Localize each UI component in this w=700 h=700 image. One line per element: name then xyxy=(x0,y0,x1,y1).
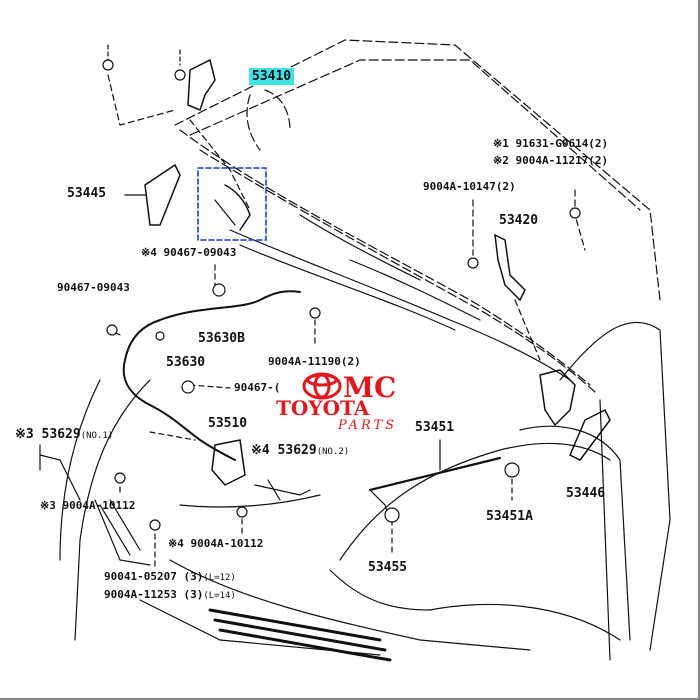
part-label-53410: 53410 xyxy=(249,68,295,85)
part-label-53455: 53455 xyxy=(368,560,408,575)
selection-box xyxy=(197,167,267,241)
part-label-9004A-10112-left: ※3 9004A-10112 xyxy=(40,499,136,512)
hood-panel xyxy=(174,39,661,301)
part-label-91631: ※1 91631-G0614(2) xyxy=(493,137,609,150)
part-label-53451A: 53451A xyxy=(486,509,533,524)
part-label-90467-left: 90467-09043 xyxy=(57,281,130,294)
toyota-emblem-icon xyxy=(302,372,342,400)
part-label-53420: 53420 xyxy=(499,213,539,228)
watermark-mc: MC xyxy=(343,371,397,404)
part-label-90041-05207: 90041-05207 (3)(L=12) xyxy=(104,570,236,583)
hood-lock xyxy=(539,369,576,427)
part-label-53630B: 53630B xyxy=(198,331,245,346)
stay-rod-holder-53446 xyxy=(569,408,611,461)
hood-latch-53510 xyxy=(211,439,246,486)
hood-hinge-right xyxy=(494,233,526,302)
bolt-icon xyxy=(236,506,248,518)
clip-icon xyxy=(155,331,165,341)
part-label-90467-mid: 90467-( xyxy=(234,381,281,394)
bolt-icon xyxy=(467,257,479,269)
release-cable xyxy=(122,319,236,461)
bolt-icon xyxy=(569,207,581,219)
hood-front-edge xyxy=(179,129,591,386)
hood-edge-inner xyxy=(189,59,641,211)
part-label-9004A-10112-right: ※4 9004A-10112 xyxy=(168,537,264,550)
part-label-9004A-11190: 9004A-11190(2) xyxy=(268,355,361,368)
part-label-9004A-11217: ※2 9004A-11217(2) xyxy=(493,154,609,167)
watermark-toyota: TOYOTA xyxy=(276,396,370,420)
bolt-icon xyxy=(102,59,114,71)
part-label-90467-top: ※4 90467-09043 xyxy=(141,246,237,259)
clip-icon xyxy=(106,324,118,336)
clip-icon xyxy=(181,380,195,394)
part-label-53510: 53510 xyxy=(208,416,248,431)
bolt-icon xyxy=(149,519,161,531)
bolt-icon xyxy=(309,307,321,319)
part-label-53629-no2: ※4 53629(NO.2) xyxy=(251,443,350,458)
bolt-icon xyxy=(174,69,186,81)
part-label-53446: 53446 xyxy=(566,486,606,501)
clip-icon xyxy=(384,507,400,523)
part-label-53629-no1: ※3 53629(NO.1) xyxy=(15,427,114,442)
hood-hinge-left xyxy=(187,58,216,112)
part-label-53630: 53630 xyxy=(166,355,206,370)
part-label-9004A-11253: 9004A-11253 (3)(L=14) xyxy=(104,588,236,601)
part-label-9004A-10147: 9004A-10147(2) xyxy=(423,180,516,193)
part-label-53445: 53445 xyxy=(67,186,107,201)
watermark-parts: PARTS xyxy=(338,418,398,433)
part-label-53451: 53451 xyxy=(415,420,455,435)
hood-support-rod xyxy=(368,456,502,492)
bolt-icon xyxy=(114,472,126,484)
clip-icon xyxy=(504,462,520,478)
clip-icon xyxy=(212,283,226,297)
fender-outline xyxy=(559,321,671,651)
hood-seal-53445 xyxy=(144,163,181,226)
hood-front-edge-2 xyxy=(199,149,596,393)
